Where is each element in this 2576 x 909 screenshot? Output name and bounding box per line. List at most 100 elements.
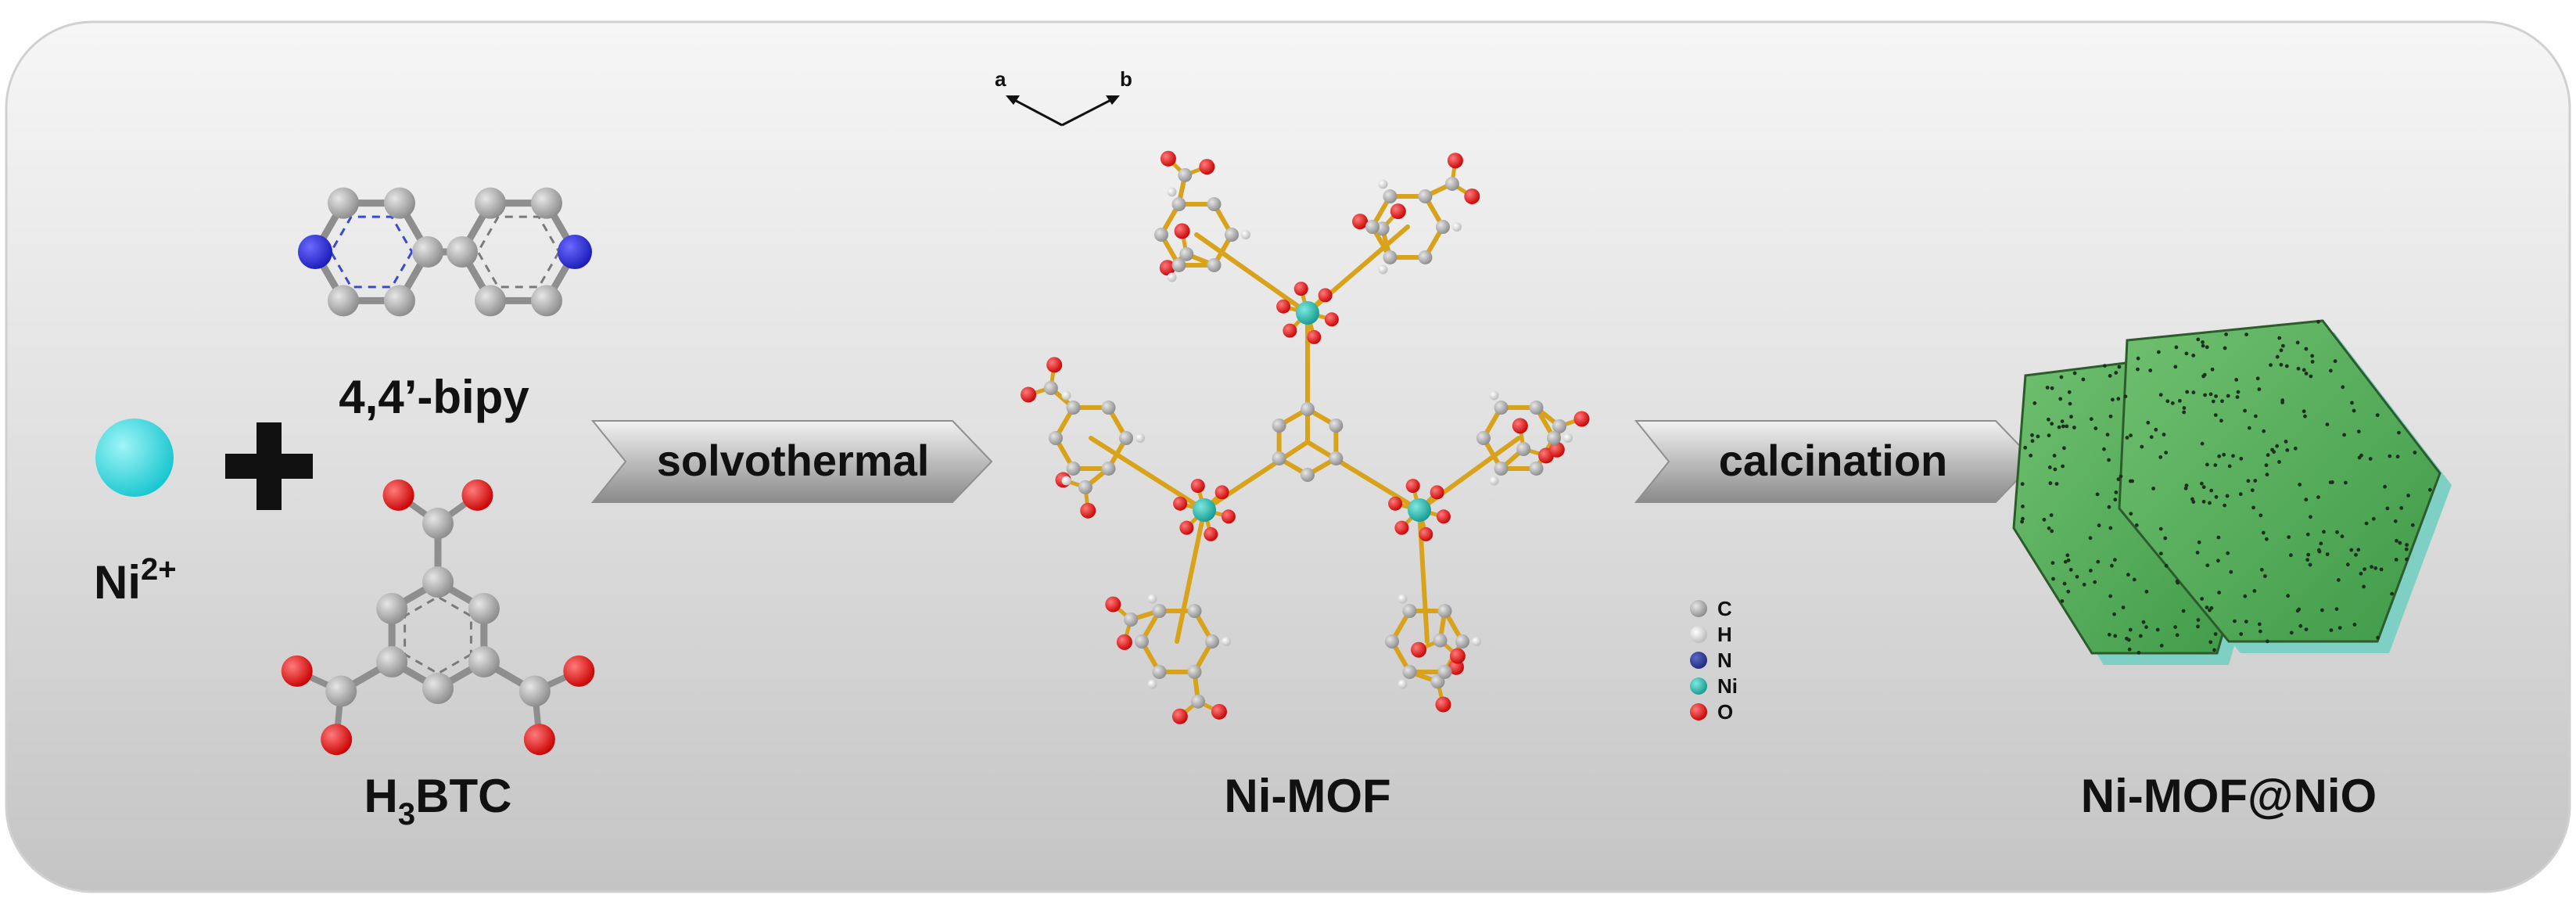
nio-particle <box>2330 480 2334 484</box>
hydrogen-atom <box>1378 264 1388 275</box>
nio-particle <box>2162 433 2166 437</box>
nio-particle <box>2136 367 2140 372</box>
nio-particle <box>2217 591 2222 595</box>
calcination-arrow: calcination <box>1634 420 2036 503</box>
nio-particle <box>2222 452 2226 457</box>
nio-particle <box>2178 399 2182 403</box>
hydrogen-atom <box>1167 187 1177 197</box>
carbon-atom <box>1365 220 1379 234</box>
nio-particle <box>2316 319 2320 324</box>
carbon-atom <box>1043 381 1058 396</box>
nio-particle <box>2107 458 2111 462</box>
nio-particle <box>2054 482 2059 486</box>
solvothermal-arrow-shape <box>590 420 993 503</box>
carbon-atom <box>422 673 454 704</box>
nio-particle <box>2050 422 2054 426</box>
legend-swatch-c <box>1690 600 1707 617</box>
solvothermal-arrow: solvothermal <box>590 420 993 503</box>
bipy-molecule <box>298 187 592 317</box>
nio-particle <box>2112 612 2117 616</box>
nio-particle <box>2385 506 2390 511</box>
nio-particle <box>2250 488 2255 493</box>
nio-particle <box>2399 506 2404 510</box>
nio-particle <box>2269 363 2273 367</box>
nio-particle <box>2205 345 2209 350</box>
ni-ion-sphere <box>95 419 174 497</box>
nio-particle <box>2275 354 2280 359</box>
nio-particle <box>2020 482 2025 487</box>
carbon-atom <box>376 593 408 624</box>
nio-particle <box>2201 343 2205 348</box>
carbon-atom <box>1383 189 1397 204</box>
nio-particle <box>2201 340 2205 344</box>
btc-molecule <box>281 479 595 756</box>
oxygen-atom <box>1021 386 1037 403</box>
nio-particle <box>2140 444 2144 449</box>
hydrogen-atom <box>1397 594 1408 604</box>
carbon-atom <box>384 187 415 219</box>
nio-particle <box>2270 447 2275 452</box>
carbon-atom <box>1152 664 1167 679</box>
carbon-atom <box>376 646 408 677</box>
nio-particle <box>2116 397 2121 401</box>
oxygen-atom <box>1435 696 1451 713</box>
nio-particle <box>2405 557 2409 562</box>
nio-particle <box>2205 462 2209 467</box>
hydrogen-atom <box>1378 179 1388 189</box>
nio-particle <box>2308 562 2312 567</box>
legend-label-c: C <box>1717 597 1732 620</box>
oxygen-atom <box>1436 509 1451 524</box>
oxygen-atom <box>1080 502 1096 519</box>
nio-particle <box>2251 505 2256 510</box>
calcination-label: calcination <box>1719 436 1948 485</box>
nio-particle <box>2304 498 2309 502</box>
nio-particle <box>2309 515 2312 519</box>
nio-particle <box>2329 628 2334 632</box>
carbon-atom <box>1049 431 1063 445</box>
oxygen-atom <box>1430 485 1444 500</box>
nio-particles <box>2020 319 2432 655</box>
oxygen-atom <box>1411 641 1427 658</box>
nio-particle <box>2089 569 2093 573</box>
carbon-atom <box>1552 419 1567 433</box>
nio-particle <box>2393 519 2398 523</box>
nio-particle <box>2285 448 2290 452</box>
hydrogen-atom <box>1452 222 1462 232</box>
nio-particle <box>2316 495 2320 499</box>
nio-particle <box>2113 558 2117 562</box>
nio-particle <box>2058 397 2063 401</box>
nio-particle <box>2373 566 2378 570</box>
oxygen-atom <box>1199 159 1215 175</box>
carbon-atom <box>1385 634 1399 649</box>
nio-particle <box>2093 580 2097 584</box>
nio-particle <box>2320 608 2324 613</box>
nio-particle <box>2223 346 2227 350</box>
nio-particle <box>2293 446 2298 451</box>
oxygen-atom <box>523 724 555 756</box>
nio-particle <box>2214 394 2219 398</box>
oxygen-atom <box>1352 214 1369 230</box>
nio-particle <box>2063 559 2068 564</box>
carbon-atom <box>1301 402 1315 416</box>
oxygen-atom <box>1214 485 1229 500</box>
carbon-atom <box>1078 480 1092 494</box>
nio-particle <box>2253 479 2258 483</box>
oxygen-atom <box>1105 596 1121 613</box>
carbon-atom <box>1444 176 1459 191</box>
carbon-atom <box>1171 197 1186 212</box>
nio-particle <box>2107 632 2111 637</box>
nio-particle <box>2134 523 2139 527</box>
axis-a-arrowhead <box>1006 95 1020 105</box>
nio-particle <box>2356 429 2361 434</box>
oxygen-atom <box>1573 411 1590 427</box>
nio-particle <box>2047 433 2051 437</box>
nio-particle <box>2208 640 2213 645</box>
nio-particle <box>2067 390 2072 394</box>
nio-particle <box>2119 474 2123 479</box>
nio-particle <box>2295 609 2300 613</box>
nio-particle <box>2154 427 2158 432</box>
carbon-atom <box>328 285 359 317</box>
btc-label-sub: 3 <box>398 797 415 832</box>
bipy-label: 4,4’-bipy <box>339 371 529 423</box>
